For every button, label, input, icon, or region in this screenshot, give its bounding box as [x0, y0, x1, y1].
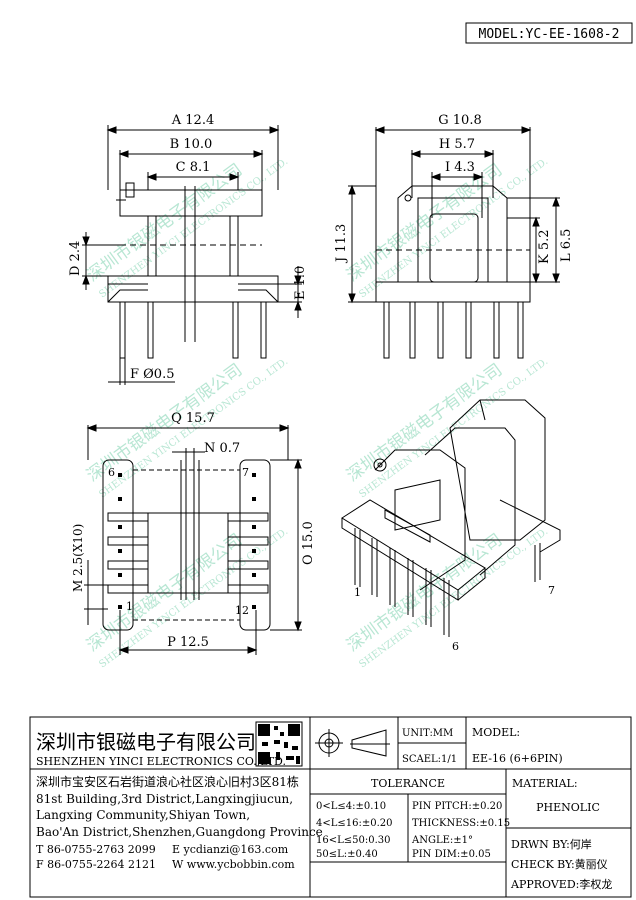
- pin-label-7: 7: [242, 466, 249, 479]
- drawn-by: DRWN BY:何岸: [511, 838, 592, 851]
- dim-k-label: K 5.2: [537, 229, 552, 264]
- dim-l-label: L 6.5: [559, 229, 574, 262]
- dim-g-label: G 10.8: [438, 113, 481, 128]
- address-line-2: 81st Building,3rd District,Langxingjiucu…: [36, 792, 293, 806]
- dim-b-label: B 10.0: [170, 137, 213, 152]
- dim-j-label: J 11.3: [334, 224, 349, 264]
- tolerance-right-1: PIN PITCH:±0.20: [412, 801, 502, 812]
- dim-a-label: A 12.4: [171, 113, 214, 128]
- watermark-en-2: SHENZHEN YINCI ELECTRONICS CO., LTD.: [357, 156, 550, 300]
- checked-by: CHECK BY:黄丽仪: [511, 857, 608, 871]
- address-line-1: 深圳市宝安区石岩街道浪心社区浪心旧村3区81栋: [36, 774, 299, 789]
- tolerance-title: TOLERANCE: [371, 777, 445, 790]
- model-value: EE-16 (6+6PIN): [472, 752, 563, 765]
- side-view: [348, 126, 560, 359]
- watermark-cn-6: 深圳市银磁电子有限公司: [343, 530, 506, 656]
- dim-q-label: Q 15.7: [171, 411, 215, 426]
- approved-by: APPROVED:李权龙: [510, 877, 612, 891]
- contact-web: W www.ycbobbin.com: [172, 858, 295, 871]
- bottom-view: [84, 424, 302, 655]
- dim-e-label: E 1.0: [293, 266, 308, 300]
- address-line-4: Bao'An District,Shenzhen,Guangdong Provi…: [36, 825, 323, 839]
- address-line-3: Langxing Community,Shiyan Town,: [36, 808, 250, 822]
- dim-m-label: M 2.5(X10): [71, 524, 85, 592]
- tolerance-right-3: ANGLE:±1°: [411, 835, 473, 846]
- watermark-en-4: SHENZHEN YINCI ELECTRONICS CO., LTD.: [357, 356, 550, 500]
- tolerance-left-1: 0<L≤4:±0.10: [316, 801, 386, 812]
- tolerance-left-4: 50≤L:±0.40: [316, 849, 378, 860]
- dim-i-label: I 4.3: [445, 160, 475, 175]
- material-label: MATERIAL:: [512, 777, 578, 790]
- iso-pin-7: 7: [548, 584, 555, 597]
- dim-p-label: P 12.5: [167, 635, 209, 650]
- model-header-text: MODEL:YC-EE-1608-2: [479, 27, 620, 42]
- contact-fax: F 86-0755-2264 2121: [36, 858, 156, 871]
- dim-d-label: D 2.4: [68, 241, 83, 276]
- material-value: PHENOLIC: [536, 801, 600, 814]
- company-name-cn: 深圳市银磁电子有限公司: [36, 730, 256, 754]
- contact-tel: T 86-0755-2763 2099: [36, 843, 156, 856]
- iso-pin-6: 6: [452, 640, 459, 653]
- dim-f-label: F Ø0.5: [130, 367, 174, 382]
- unit-label: UNIT:MM: [402, 728, 453, 739]
- dim-o-label: O 15.0: [301, 521, 316, 565]
- watermark-en-1: SHENZHEN YINCI ELECTRONICS CO., LTD.: [97, 156, 290, 300]
- contact-email: E ycdianzi@163.com: [172, 843, 289, 856]
- watermark-cn-4: 深圳市银磁电子有限公司: [343, 360, 506, 486]
- tolerance-right-2: THICKNESS:±0.15: [412, 818, 510, 829]
- dim-h-label: H 5.7: [439, 137, 475, 152]
- iso-pin-1: 1: [354, 586, 361, 599]
- front-view: [82, 125, 302, 385]
- title-block: [29, 716, 632, 898]
- pin-label-1: 1: [126, 600, 133, 613]
- scale-label: SCAEL:1/1: [402, 754, 457, 765]
- dim-c-label: C 8.1: [176, 160, 211, 175]
- tolerance-left-3: 16<L≤50:0.30: [316, 835, 390, 846]
- pin-label-6: 6: [108, 466, 115, 479]
- tolerance-right-4: PIN DIM:±0.05: [412, 849, 491, 860]
- company-name-en: SHENZHEN YINCI ELECTRONICS CO.,LTD.: [36, 755, 286, 768]
- dim-n-label: N 0.7: [204, 441, 240, 456]
- model-label: MODEL:: [472, 726, 520, 739]
- tolerance-left-2: 4<L≤16:±0.20: [316, 818, 393, 829]
- isometric-view: [341, 399, 561, 637]
- pin-label-12: 12: [235, 604, 249, 617]
- model-header-box: [465, 22, 633, 44]
